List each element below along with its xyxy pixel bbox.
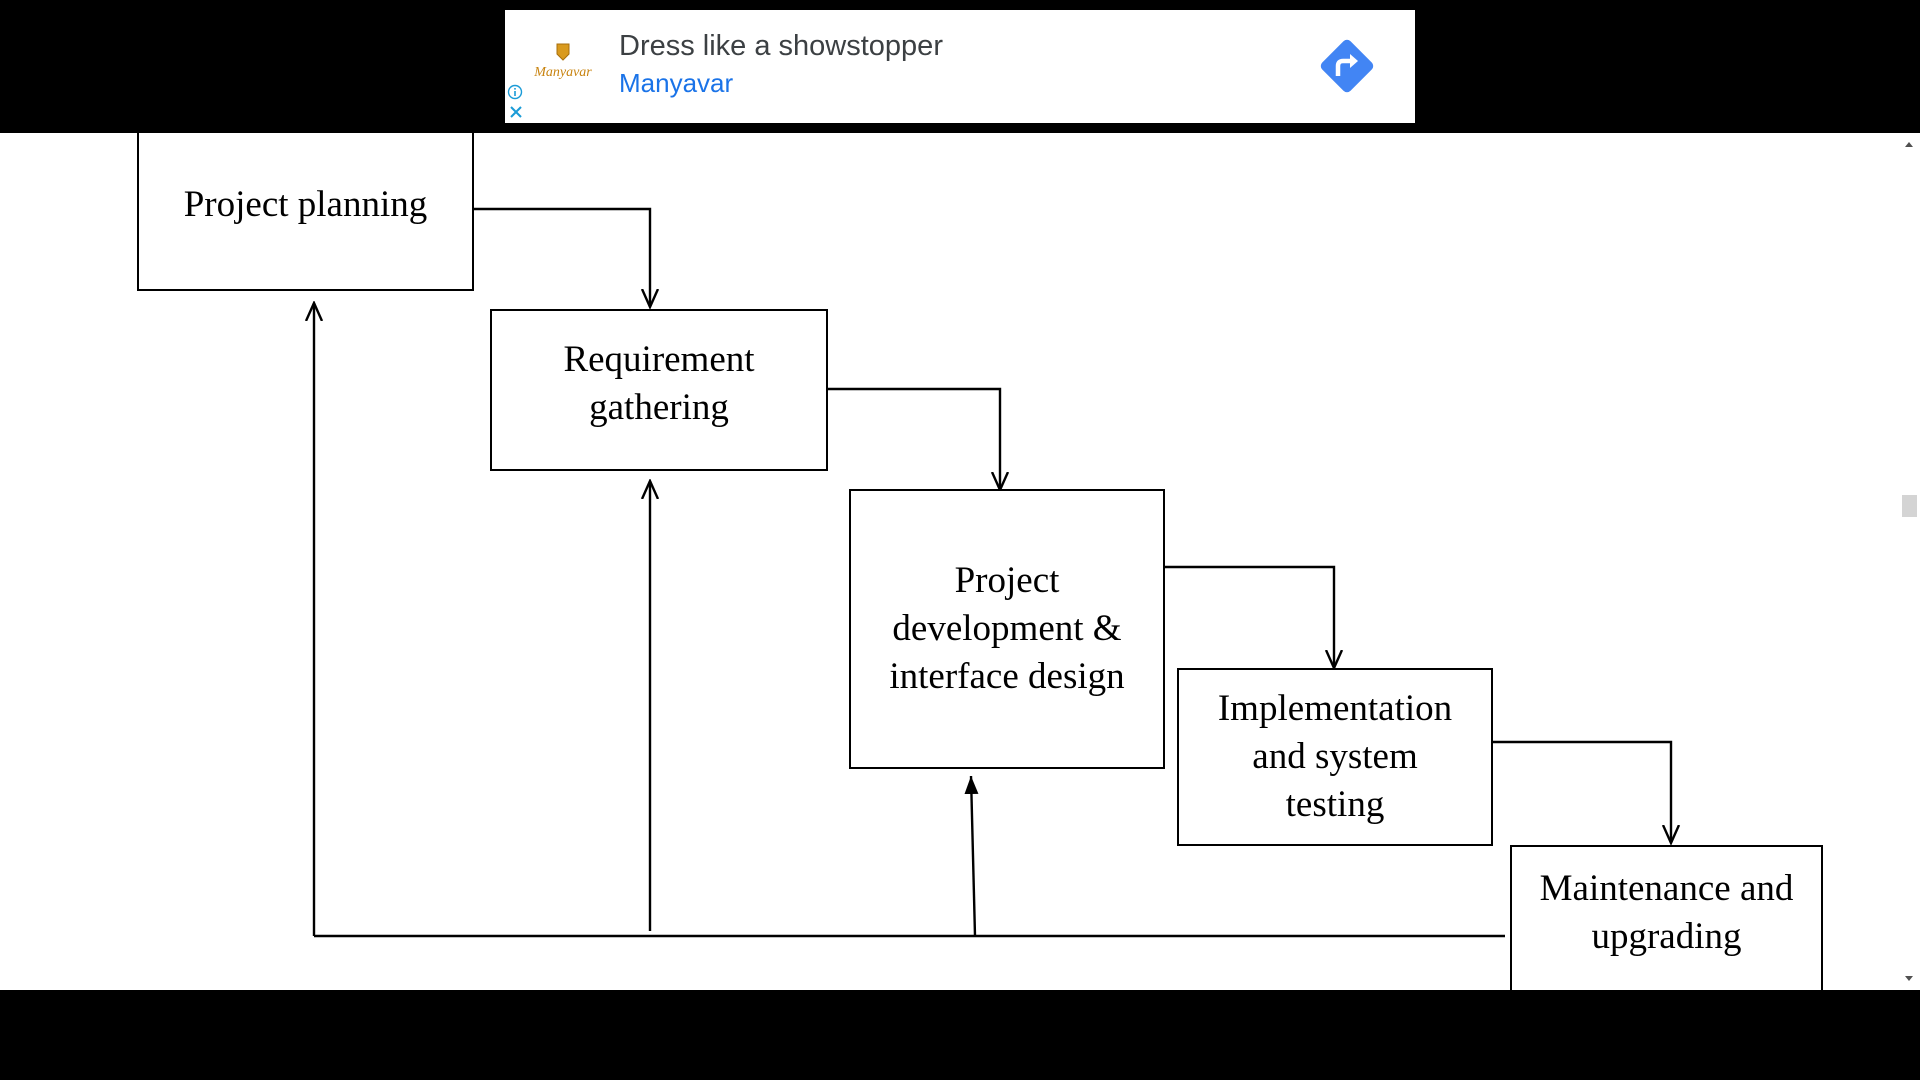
close-icon[interactable] [508,104,524,120]
arrow-planning-to-requirement [472,207,650,307]
stage-label: Project planning [183,183,428,225]
arrow-requirement-to-development [826,387,1000,490]
scroll-thumb[interactable] [1902,495,1917,517]
stage-label: Requirement gathering [563,338,755,428]
arrow-implementation-to-maintenance [1493,740,1671,843]
stage-maintenance-upgrading: Maintenance and upgrading [1510,845,1823,990]
stage-label: Maintenance and upgrading [1539,867,1794,957]
info-icon[interactable] [507,84,523,100]
directions-arrow-icon[interactable] [1315,34,1379,98]
stage-implementation-testing: Implementation and system testing [1177,668,1493,846]
arrow-development-to-implementation [1158,565,1334,668]
feedback-to-development [964,775,979,937]
flow-connectors [0,207,1898,938]
manyavar-logo-icon: Manyavar [533,43,592,80]
stage-label: Project development & interface design [889,559,1125,698]
stage-project-planning: Project planning [137,133,474,291]
ad-title[interactable]: Dress like a showstopper [619,30,943,62]
scroll-down-arrow-icon[interactable] [1898,972,1920,986]
document-viewer[interactable]: Project planning Requirement gathering P… [0,133,1920,990]
stage-project-development: Project development & interface design [849,489,1165,769]
stage-requirement-gathering: Requirement gathering [490,309,828,471]
ad-advertiser[interactable]: Manyavar [619,68,734,98]
svg-text:Manyavar: Manyavar [533,65,592,80]
vertical-scrollbar[interactable] [1898,133,1920,990]
stage-label: Implementation and system testing [1217,687,1453,826]
ad-banner[interactable]: Manyavar Dress like a showstopper Manyav… [505,10,1415,123]
scroll-up-arrow-icon[interactable] [1898,137,1920,151]
